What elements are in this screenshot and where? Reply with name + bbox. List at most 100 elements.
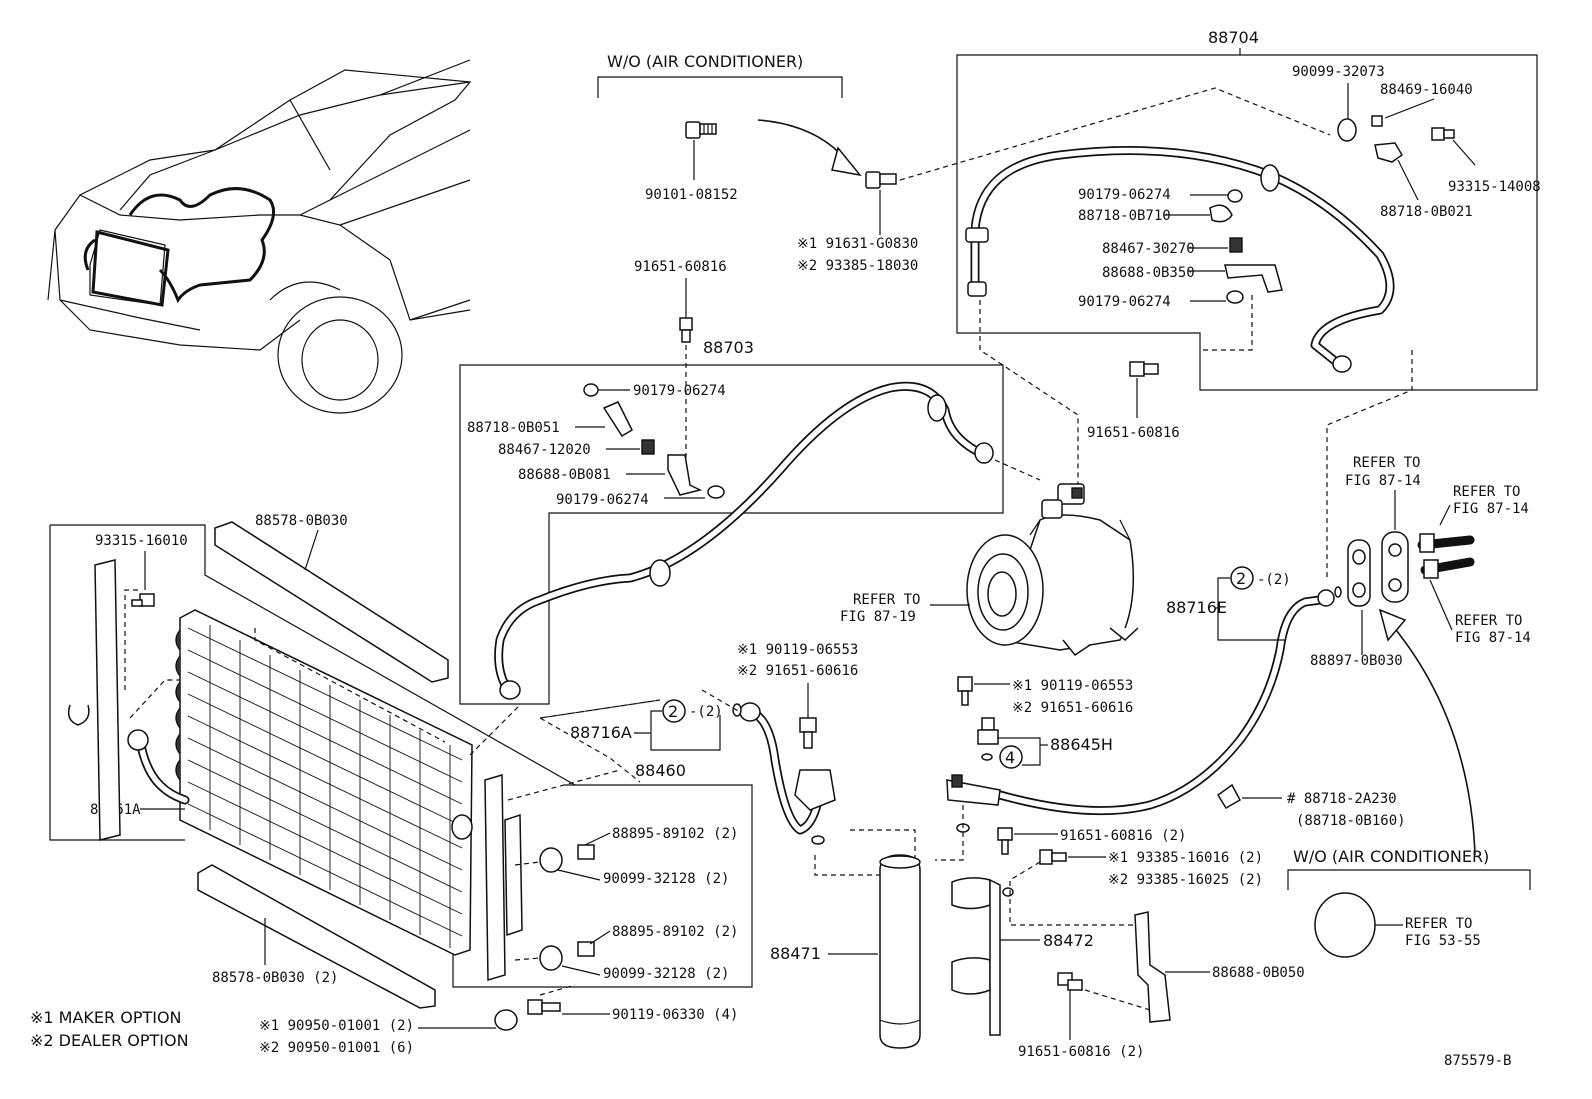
- part-label-88688-0b050: 88688-0B050: [1212, 965, 1305, 981]
- bracket-right-outer-icon: [484, 774, 506, 981]
- bolt-88716a-icon: [799, 717, 817, 749]
- part-label-88895-89102-a: 88895-89102 (2): [612, 826, 738, 842]
- bracket-88688-0b050-icon: [1134, 911, 1171, 1023]
- bracket-right-inner-icon: [504, 813, 523, 937]
- group-label-88703: 88703: [703, 338, 754, 357]
- part-label-90099-32128-a: 90099-32128 (2): [603, 871, 729, 887]
- part-label-88718-0b021: 88718-0B021: [1380, 204, 1473, 220]
- bar-88578-0b030-top-icon: [214, 521, 449, 683]
- ref-circle-2-e: [1230, 566, 1254, 590]
- clip-left-icon: [67, 704, 90, 726]
- part-label-90099-32128-b: 90099-32128 (2): [603, 966, 729, 982]
- refer-fig-87-14-c-line2: FIG 87-14: [1455, 630, 1531, 646]
- clip-88469-16040-icon: [1371, 115, 1383, 127]
- part-label-88578-0b030: 88578-0B030: [255, 513, 348, 529]
- part-label-91651-60616-a: ※2 91651-60616: [737, 663, 858, 679]
- part-label-91651-60816-2: 91651-60816 (2): [1060, 828, 1186, 844]
- ref-circle-2-a: [662, 699, 686, 723]
- bolt-91631-g0830-icon: [865, 171, 897, 189]
- part-label-88718-0b051: 88718-0B051: [467, 420, 560, 436]
- part-label-88645h: 88645H: [1050, 735, 1113, 754]
- part-label-88718-2a230: # 88718-2A230: [1287, 791, 1397, 807]
- part-label-88471: 88471: [770, 944, 821, 963]
- part-label-88467-30270: 88467-30270: [1102, 241, 1195, 257]
- part-label-90099-32073: 90099-32073: [1292, 64, 1385, 80]
- group-label-88704: 88704: [1208, 28, 1259, 47]
- part-label-91631-g0830: ※1 91631-G0830: [797, 236, 918, 252]
- wo-ac-bottom-label: W/O (AIR CONDITIONER): [1293, 847, 1489, 866]
- bolt-91651-60816-icon: [679, 317, 693, 343]
- part-label-90950-01001-2: ※1 90950-01001 (2): [259, 1018, 414, 1034]
- bolt-90119-06330-icon: [527, 999, 561, 1015]
- bracket-88688-0b350-icon: [1224, 264, 1283, 293]
- bolt-91651-60816-2-icon: [997, 827, 1013, 855]
- part-label-88897-0b030: 88897-0B030: [1310, 653, 1403, 669]
- clamp-88718-0b710-icon: [1209, 204, 1233, 223]
- part-label-88688-0b350: 88688-0B350: [1102, 265, 1195, 281]
- part-label-90101-08152: 90101-08152: [645, 187, 738, 203]
- pressure-switch-icon: [977, 717, 999, 745]
- part-label-93315-14008: 93315-14008: [1448, 179, 1541, 195]
- part-label-90119-06330: 90119-06330 (4): [612, 1007, 738, 1023]
- part-label-88716a: 88716A: [570, 723, 632, 742]
- maker-option-note: ※1 MAKER OPTION: [30, 1008, 182, 1027]
- part-label-90179-06274-b: 90179-06274: [1078, 294, 1171, 310]
- part-label-88469-16040: 88469-16040: [1380, 82, 1473, 98]
- clamp-88718-0b021-icon: [1374, 142, 1403, 163]
- part-label-91651-60616-b: ※2 91651-60616: [1012, 700, 1133, 716]
- part-label-91651-60816-bot: 91651-60816 (2): [1018, 1044, 1144, 1060]
- part-label-90119-06553-b: ※1 90119-06553: [1012, 678, 1133, 694]
- part-label-93385-16016: ※1 93385-16016 (2): [1108, 850, 1263, 866]
- bolt-90101-08152-icon: [685, 121, 717, 139]
- bolt-90119-06553-b-icon: [957, 676, 973, 706]
- part-label-88718-0b160: (88718-0B160): [1296, 813, 1406, 829]
- group-label-88460: 88460: [635, 761, 686, 780]
- part-label-91651-60816-mid: 91651-60816: [1087, 425, 1180, 441]
- bolt-91651-60816-bot-icon: [1057, 972, 1083, 991]
- cushion-90099-32073-icon: [1337, 118, 1357, 142]
- refer-fig-87-19-line1: REFER TO: [853, 592, 920, 608]
- part-label-93385-16025: ※2 93385-16025 (2): [1108, 872, 1263, 888]
- bolt-93315-16010-icon: [131, 593, 155, 607]
- part-label-88467-12020: 88467-12020: [498, 442, 591, 458]
- refer-fig-53-55-line2: FIG 53-55: [1405, 933, 1481, 949]
- part-label-88716e: 88716E: [1166, 598, 1227, 617]
- bracket-88472-icon: [951, 877, 1014, 1036]
- bracket-88688-0b081-icon: [667, 454, 703, 496]
- refer-fig-87-14-a-line1: REFER TO: [1353, 455, 1420, 471]
- part-label-90179-06274-a: 90179-06274: [1078, 187, 1171, 203]
- part-label-88718-0b710: 88718-0B710: [1078, 208, 1171, 224]
- part-label-90179-06274-c: 90179-06274: [633, 383, 726, 399]
- part-label-90179-06274-d: 90179-06274: [556, 492, 649, 508]
- bolt-93385-16016-icon: [1039, 849, 1067, 865]
- bolt-93315-14008-icon: [1431, 127, 1455, 141]
- part-label-91651-60816-top: 91651-60816: [634, 259, 727, 275]
- receiver-drier-88471-icon: [879, 854, 921, 1049]
- cap-90950-01001-icon: [494, 1009, 518, 1031]
- ref-number-2-e: 2: [1236, 569, 1246, 588]
- part-label-88895-89102-b: 88895-89102 (2): [612, 924, 738, 940]
- wo-ac-top-label: W/O (AIR CONDITIONER): [607, 52, 803, 71]
- bolt-91651-60816-mid-icon: [1129, 361, 1159, 377]
- ref-circle-4: [999, 745, 1023, 769]
- refer-fig-87-19-line2: FIG 87-19: [840, 609, 916, 625]
- figure-code: 875579-B: [1444, 1053, 1511, 1069]
- part-label-88472: 88472: [1043, 931, 1094, 950]
- car-front-illustration: [47, 59, 472, 414]
- part-label-88578-0b030-2: 88578-0B030 (2): [212, 970, 338, 986]
- refer-fig-87-14-a-line2: FIG 87-14: [1345, 473, 1421, 489]
- cushion-upper-icon: [539, 844, 595, 873]
- refer-fig-53-55-line1: REFER TO: [1405, 916, 1472, 932]
- refer-fig-87-14-c-line1: REFER TO: [1455, 613, 1522, 629]
- condenser-icon: [175, 609, 473, 956]
- plug-cap-icon: [1314, 892, 1376, 958]
- bar-88578-0b030-bottom-icon: [197, 864, 436, 1009]
- qty-2-e: -(2): [1257, 572, 1291, 588]
- refer-fig-87-14-b-line2: FIG 87-14: [1453, 501, 1529, 517]
- part-label-90119-06553-a: ※1 90119-06553: [737, 642, 858, 658]
- dealer-option-note: ※2 DEALER OPTION: [30, 1031, 189, 1050]
- expansion-valve-icon: [1347, 531, 1475, 607]
- part-label-93385-18030: ※2 93385-18030: [797, 258, 918, 274]
